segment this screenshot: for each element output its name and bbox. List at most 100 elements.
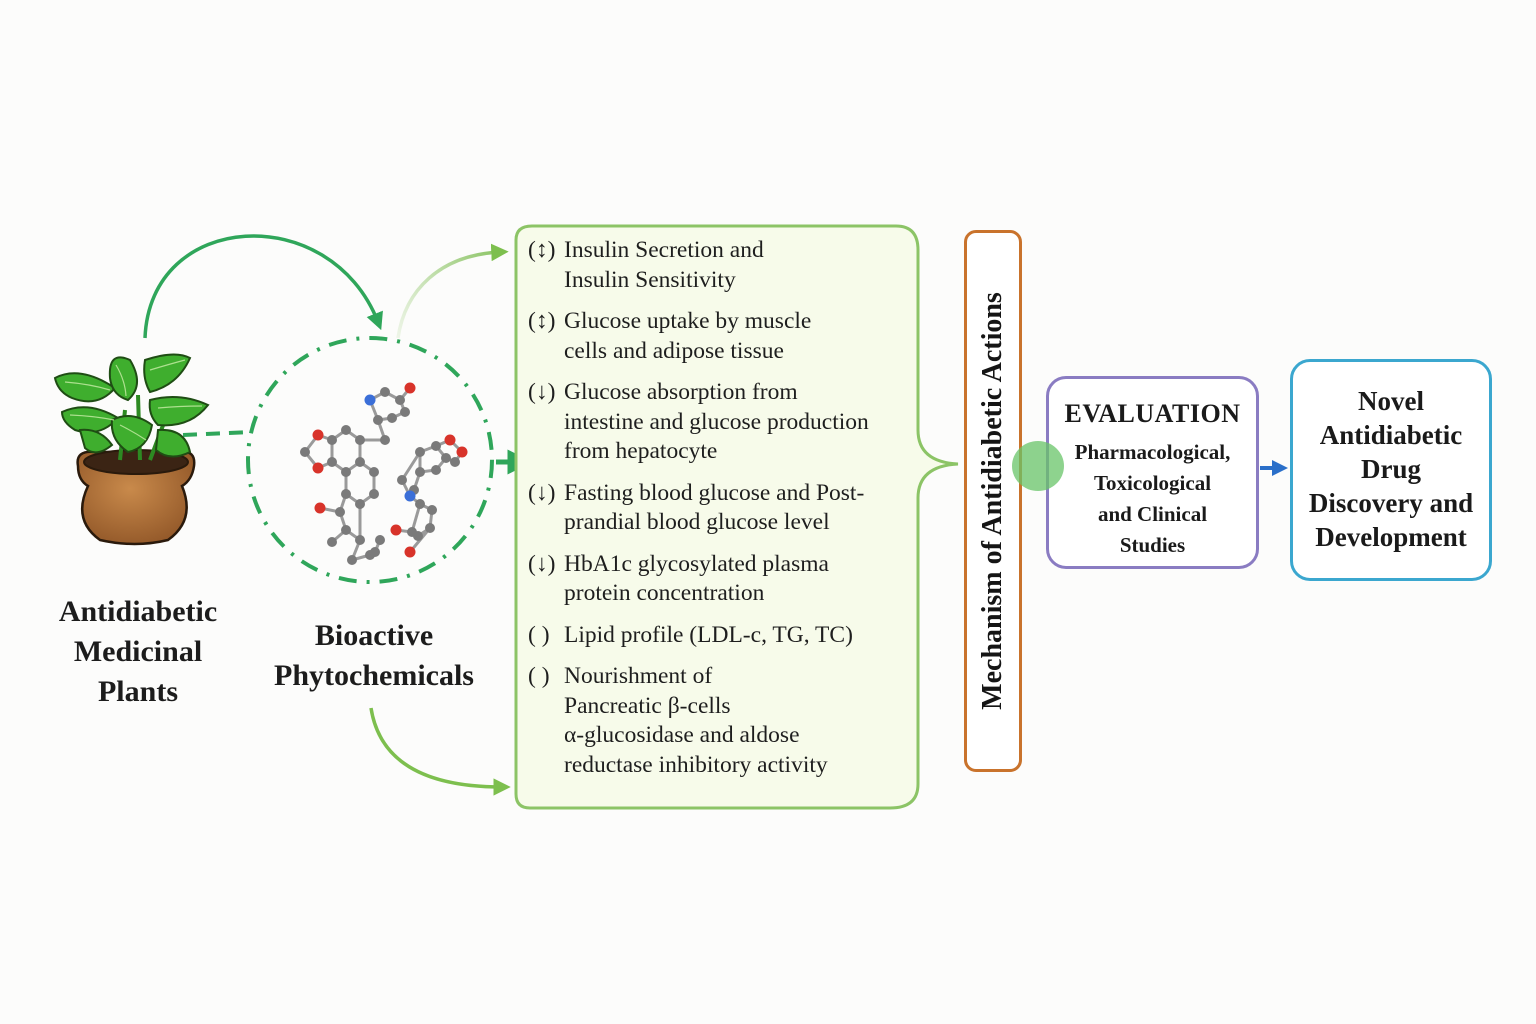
- oxygen-atom: [444, 434, 456, 446]
- carbon-atom: [425, 523, 435, 533]
- novel-line: Drug: [1361, 454, 1421, 484]
- carbon-atom: [400, 407, 410, 417]
- carbon-atom: [341, 489, 351, 499]
- carbon-atom: [415, 467, 425, 477]
- carbon-atom: [370, 547, 380, 557]
- plant-to-phytochemicals-arrow: [143, 234, 383, 339]
- carbon-atom: [347, 555, 357, 565]
- carbon-atom: [327, 457, 337, 467]
- carbon-atom: [300, 447, 310, 457]
- novel-line: Antidiabetic: [1319, 420, 1463, 450]
- molecule-bond: [400, 451, 422, 481]
- carbon-atom: [355, 499, 365, 509]
- label-line: Phytochemicals: [274, 659, 474, 692]
- evaluation-body: Pharmacological, Toxicological and Clini…: [1049, 437, 1256, 561]
- carbon-atom: [335, 507, 345, 517]
- bioactive-phytochemicals-label: Bioactive Phytochemicals: [240, 616, 508, 696]
- novel-line: Novel: [1358, 386, 1424, 416]
- evaluation-line: and Clinical: [1097, 502, 1208, 526]
- oxygen-atom: [456, 446, 468, 458]
- mechanism-item-line: from hepatocyte: [564, 438, 718, 464]
- phytochemicals-to-mechanism-bottom-arrow: [369, 707, 511, 796]
- mechanism-item-line: α-glucosidase and aldose: [564, 722, 800, 748]
- label-line: Plants: [97, 675, 178, 708]
- potted-plant-icon: [53, 353, 210, 546]
- carbon-atom: [427, 505, 437, 515]
- novel-line: Development: [1315, 522, 1467, 552]
- carbon-atom: [395, 395, 405, 405]
- evaluation-line: Pharmacological,: [1074, 440, 1231, 464]
- evaluation-line: Studies: [1119, 533, 1186, 557]
- decrease-arrow-icon: (↓): [528, 550, 556, 577]
- carbon-atom: [355, 435, 365, 445]
- mechanism-item-line: intestine and glucose production: [564, 408, 869, 435]
- oxygen-atom: [312, 429, 324, 441]
- carbon-atom: [431, 441, 441, 451]
- mechanism-item-line: reductase inhibitory activity: [564, 751, 828, 778]
- label-line: Bioactive: [314, 619, 434, 652]
- mechanism-item-line: Insulin Secretion and: [564, 237, 764, 263]
- carbon-atom: [375, 535, 385, 545]
- label-line: Medicinal: [73, 635, 203, 668]
- evaluation-line: Toxicological: [1093, 471, 1212, 495]
- carbon-atom: [380, 387, 390, 397]
- mechanism-item-line: HbA1c glycosylated plasma: [564, 550, 829, 577]
- mechanism-item-line: Lipid profile (LDL-c, TG, TC): [564, 621, 853, 648]
- phytochemicals-to-mechanism-top-arrow: [396, 243, 509, 339]
- antidiabetic-medicinal-plants-label: Antidiabetic Medicinal Plants: [28, 592, 248, 712]
- carbon-atom: [341, 467, 351, 477]
- mechanism-item-line: cells and adipose tissue: [564, 337, 784, 364]
- mechanism-item-line: Insulin Sensitivity: [564, 266, 736, 293]
- mechanism-item-text: Fasting blood glucose and Post-prandial …: [564, 479, 918, 538]
- plant-to-molecule-dashed-link: [182, 430, 251, 437]
- mechanism-item-text: Lipid profile (LDL-c, TG, TC): [564, 621, 918, 651]
- oxygen-atom: [312, 462, 324, 474]
- novel-line: Discovery and: [1308, 488, 1474, 518]
- nitrogen-atom: [404, 490, 416, 502]
- mechanism-item-line: Fasting blood glucose and Post-: [564, 479, 865, 506]
- increase-arrow-icon: (↕): [528, 308, 556, 334]
- neutral-bracket-icon: ( ): [528, 621, 550, 648]
- oxygen-atom: [314, 502, 326, 514]
- mechanism-title: Mechanism of Antidiabetic Actions: [977, 292, 1008, 710]
- carbon-atom: [355, 457, 365, 467]
- carbon-atom: [415, 499, 425, 509]
- carbon-atom: [387, 413, 397, 423]
- carbon-atom: [441, 453, 451, 463]
- decrease-arrow-icon: (↓): [528, 479, 556, 506]
- carbon-atom: [355, 535, 365, 545]
- mechanism-item-line: Glucose absorption from: [564, 379, 798, 405]
- neutral-bracket-icon: ( ): [528, 663, 550, 689]
- mechanism-title-box: Mechanism of Antidiabetic Actions: [964, 230, 1022, 772]
- mechanism-list-box: [514, 224, 959, 810]
- decrease-arrow-icon: (↓): [528, 379, 556, 405]
- mechanism-item-line: prandial blood glucose level: [564, 509, 830, 535]
- carbon-atom: [327, 435, 337, 445]
- oxygen-atom: [404, 546, 416, 558]
- carbon-atom: [373, 415, 383, 425]
- carbon-atom: [397, 475, 407, 485]
- nitrogen-atom: [364, 394, 376, 406]
- carbon-atom: [415, 447, 425, 457]
- evaluation-box: EVALUATION Pharmacological, Toxicologica…: [1046, 376, 1259, 569]
- carbon-atom: [450, 457, 460, 467]
- carbon-atom: [431, 465, 441, 475]
- mechanism-item: (↓) Glucose absorption from intestine and …: [528, 378, 918, 467]
- carbon-atom: [380, 435, 390, 445]
- carbon-atom: [341, 525, 351, 535]
- carbon-atom: [327, 537, 337, 547]
- mechanism-item-line: Pancreatic β-cells: [564, 692, 731, 719]
- mechanism-item-text: Glucose absorption from intestine and glu…: [564, 378, 918, 467]
- carbon-atom: [369, 467, 379, 477]
- carbon-atom: [407, 527, 417, 537]
- label-line: Antidiabetic: [58, 595, 218, 628]
